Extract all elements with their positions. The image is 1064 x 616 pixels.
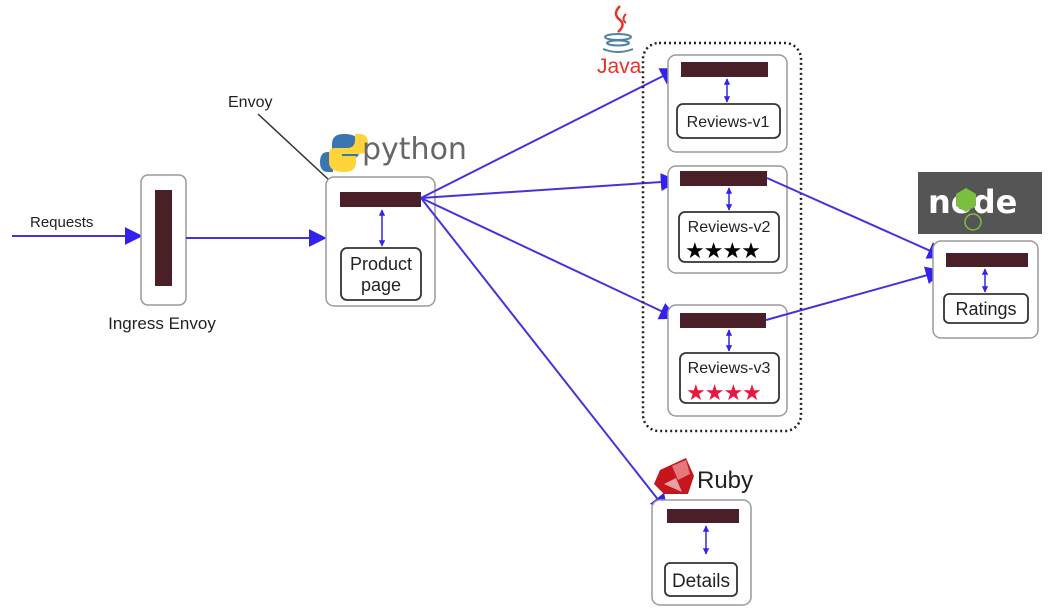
ratings-label: Ratings: [955, 299, 1016, 319]
reviews-v3-proxy: [680, 313, 766, 328]
ratings-service[interactable]: [943, 293, 1029, 324]
reviews-v1-proxy: [681, 62, 768, 77]
details-node[interactable]: Details: [651, 499, 752, 606]
edge-reviews-v3-to-ratings: [765, 266, 944, 321]
edge-productpage-to-reviews-v1: [420, 68, 679, 199]
productpage-label-line2: page: [361, 275, 401, 295]
envoy-callout-label: Envoy: [228, 94, 272, 111]
details-proxy: [667, 509, 739, 523]
ruby-label: Ruby: [697, 467, 753, 494]
details-label: Details: [672, 571, 730, 592]
edge-productpage-to-reviews-v3: [420, 197, 678, 320]
ingress-envoy-label: Ingress Envoy: [108, 314, 216, 333]
reviews-v3-label: Reviews-v3: [688, 360, 771, 377]
java-logo-icon: [602, 5, 634, 53]
reviews-v2-label: Reviews-v2: [688, 219, 771, 236]
details-service[interactable]: [664, 562, 738, 597]
nodejs-logo-icon: node: [918, 172, 1042, 234]
ingress-envoy-node[interactable]: [140, 174, 187, 306]
reviews-v2-stars: ★★★★: [685, 239, 760, 264]
ratings-node[interactable]: Ratings: [932, 240, 1039, 339]
edge-productpage-to-details: [420, 197, 669, 513]
reviews-v3-service[interactable]: [679, 352, 780, 404]
productpage-label-line1: Product: [350, 254, 412, 274]
python-label: python: [362, 132, 467, 167]
requests-label: Requests: [30, 214, 93, 231]
reviews-v1-node[interactable]: Reviews-v1: [667, 54, 788, 153]
java-label: Java: [597, 55, 642, 78]
reviews-v1-service[interactable]: [676, 103, 781, 139]
reviews-v2-proxy: [680, 171, 767, 186]
reviews-v2-service[interactable]: [678, 211, 780, 263]
productpage-node[interactable]: Product page: [325, 176, 436, 307]
edge-reviews-v2-to-ratings: [766, 177, 946, 259]
reviews-group: [641, 41, 803, 433]
reviews-v1-label: Reviews-v1: [687, 114, 770, 131]
reviews-v2-node[interactable]: Reviews-v2 ★★★★: [667, 165, 788, 274]
edge-productpage-to-reviews-v2: [420, 173, 679, 199]
ingress-proxy: [155, 190, 172, 286]
productpage-proxy: [340, 192, 421, 207]
reviews-v3-node[interactable]: Reviews-v3 ★★★★: [667, 304, 788, 417]
productpage-service[interactable]: [340, 247, 422, 301]
python-logo-icon: [320, 134, 368, 172]
reviews-v3-stars: ★★★★: [686, 381, 761, 406]
ratings-proxy: [946, 253, 1028, 267]
ruby-logo-icon: [654, 458, 694, 494]
